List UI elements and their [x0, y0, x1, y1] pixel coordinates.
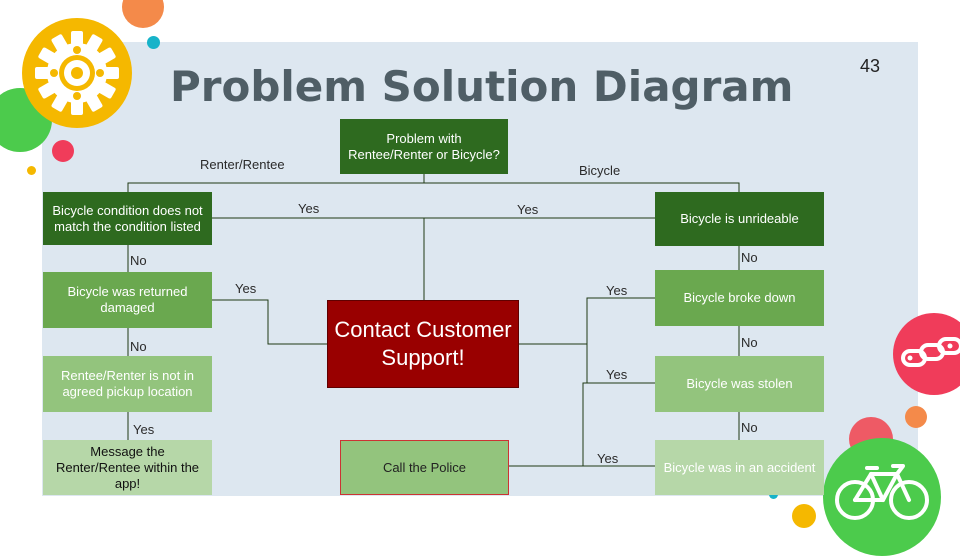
- edge-start-right: [423, 174, 740, 192]
- chain-icon: [901, 337, 960, 367]
- decor-dot-pink: [52, 140, 74, 162]
- node-left4: Message the Renter/Rentee within the app…: [43, 440, 212, 495]
- gear-badge: [22, 18, 132, 128]
- label-yes-right2: Yes: [606, 283, 628, 298]
- decor-dot-orange-right: [905, 406, 927, 428]
- label-no-left1: No: [130, 253, 147, 268]
- label-no-right2: No: [741, 335, 758, 350]
- node-right3: Bicycle was stolen: [655, 356, 824, 412]
- node-contact-support: Contact Customer Support!: [327, 300, 519, 388]
- node-right4: Bicycle was in an accident: [655, 440, 824, 495]
- page-title: Problem Solution Diagram: [170, 62, 794, 111]
- label-yes-right4: Yes: [597, 451, 619, 466]
- label-no-left2: No: [130, 339, 147, 354]
- node-left1: Bicycle condition does not match the con…: [43, 192, 212, 245]
- label-renter-rentee: Renter/Rentee: [200, 157, 285, 172]
- node-left3: Rentee/Renter is not in agreed pickup lo…: [43, 356, 212, 412]
- connector-lines: [127, 174, 740, 467]
- label-yes-left2: Yes: [235, 281, 257, 296]
- label-no-right3: No: [741, 420, 758, 435]
- bicycle-icon: [835, 464, 929, 520]
- label-yes-right1: Yes: [517, 202, 539, 217]
- page-number: 43: [860, 56, 881, 76]
- label-yes-left3: Yes: [133, 422, 155, 437]
- label-bicycle: Bicycle: [579, 163, 621, 178]
- decor-dot-yellow-small: [27, 166, 36, 175]
- edge-left2-contact: [212, 299, 327, 345]
- label-no-right1: No: [741, 250, 758, 265]
- edge-right2-contact: [519, 297, 655, 345]
- gear-icon: [35, 31, 119, 115]
- chain-badge: [893, 313, 960, 395]
- label-yes-right3: Yes: [606, 367, 628, 382]
- node-left2: Bicycle was returned damaged: [43, 272, 212, 328]
- edge-right4-police: [582, 382, 655, 467]
- node-right2: Bicycle broke down: [655, 270, 824, 326]
- edge-start-left: [127, 174, 425, 192]
- diagram-panel: [42, 42, 918, 496]
- node-start: Problem with Rentee/Renter or Bicycle?: [340, 119, 508, 174]
- node-call-police: Call the Police: [340, 440, 509, 495]
- decor-dot-cyan: [147, 36, 160, 49]
- bicycle-badge: [823, 438, 941, 556]
- decor-dot-yellow-right: [792, 504, 816, 528]
- label-yes-left1: Yes: [298, 201, 320, 216]
- node-right1: Bicycle is unrideable: [655, 192, 824, 246]
